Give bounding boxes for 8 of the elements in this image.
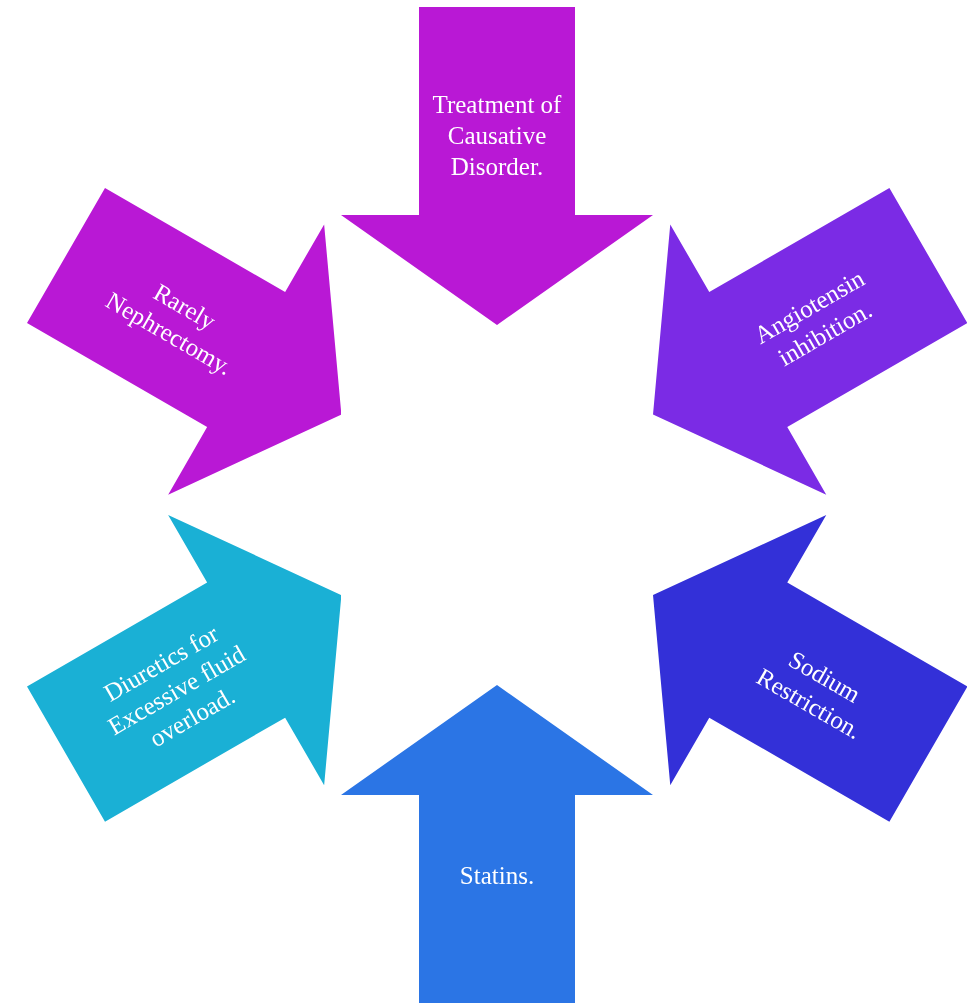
arrow-label: Treatment of Causative Disorder. xyxy=(432,89,562,182)
arrow-label: Statins. xyxy=(458,860,536,891)
arrow-shape xyxy=(341,7,653,325)
arrow-shape xyxy=(341,685,653,1003)
arrow-shape xyxy=(26,188,342,496)
arrow-shape xyxy=(26,514,342,822)
arrow-shape xyxy=(652,188,968,496)
arrow-shape xyxy=(652,514,968,822)
